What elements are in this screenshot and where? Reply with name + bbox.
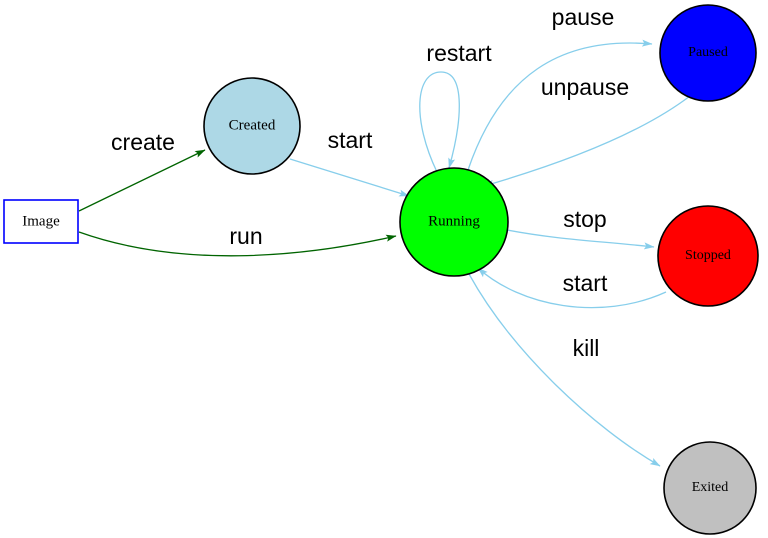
edge-pause[interactable] [467,39,653,171]
edge-label-start-stopped-running: start [563,270,608,296]
node-created[interactable]: Created [203,77,301,175]
edge-stop[interactable] [506,229,655,250]
paused-node-label: Paused [688,45,728,60]
image-node-label: Image [22,213,60,229]
running-node-label: Running [428,213,480,229]
edge-run[interactable] [78,231,397,257]
node-image[interactable]: Image [3,199,79,244]
edge-label-run: run [229,223,262,249]
edges-layer [78,39,691,467]
edge-label-unpause: unpause [541,74,629,100]
stopped-node-label: Stopped [685,248,731,263]
created-node-circle[interactable] [203,77,301,175]
edge-restart-self-loop[interactable] [419,71,460,173]
edge-create[interactable] [78,149,206,212]
node-exited[interactable]: Exited [663,441,757,535]
edge-label-pause: pause [552,4,615,30]
edge-start-stopped-running[interactable] [477,267,667,309]
exited-node-circle[interactable] [663,441,757,535]
running-node-circle[interactable] [399,167,509,277]
image-node-rect[interactable] [3,199,79,244]
edge-label-stop: stop [563,206,606,232]
node-paused[interactable]: Paused [659,4,757,102]
node-stopped[interactable]: Stopped [657,205,759,307]
edge-unpause[interactable] [483,95,691,187]
nodes-layer: Image Created Running Paused Stopped Exi [3,4,759,535]
edge-start-created-running[interactable] [289,158,410,197]
edge-label-restart: restart [426,40,492,66]
paused-node-circle[interactable] [659,4,757,102]
exited-node-label: Exited [692,480,729,495]
edge-labels-layer: create run start restart pause unpause s… [111,4,629,361]
edge-label-kill: kill [573,335,600,361]
stopped-node-circle[interactable] [657,205,759,307]
created-node-label: Created [229,117,276,133]
node-running[interactable]: Running [399,167,509,277]
edge-kill[interactable] [468,273,661,467]
edge-label-start-created-running: start [328,127,373,153]
edge-label-create: create [111,129,175,155]
